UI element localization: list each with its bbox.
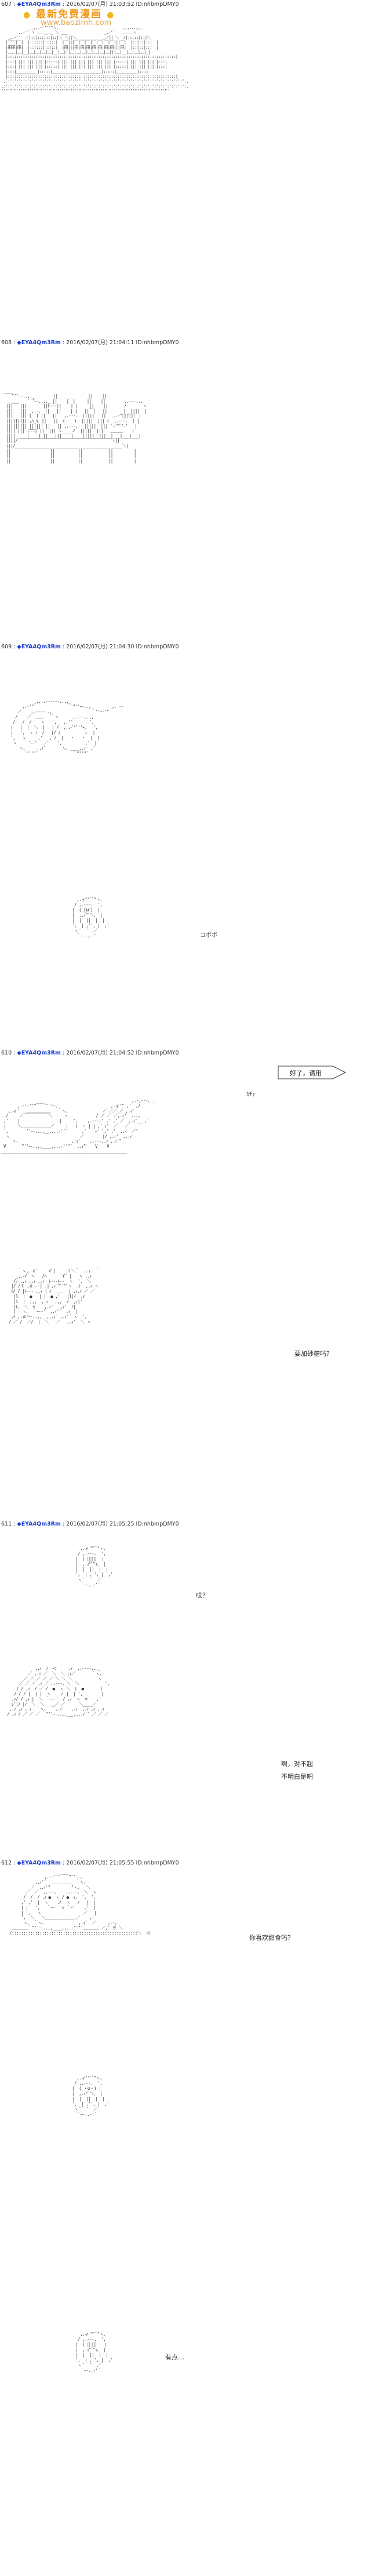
ascii-art-character-confused: ,.ィ'"ﾞﾞ"ヽ、 / ,.-‐-. ', | ( ﾟｰﾟ) | | ,.ｨ"…: [75, 1546, 113, 1588]
post-header-609: 609 : ◆EYA4Qm3Rm : 2016/02/07(月) 21:04:3…: [1, 644, 179, 650]
speech-bubble-shape: [278, 1066, 347, 1079]
caption-apology-1: 啊，对不起: [281, 1760, 313, 1768]
caption-huh: 哎？: [196, 1592, 209, 1599]
sound-effect-pour: コポポ: [200, 932, 217, 939]
caption-sugar: 要加砂糖吗？: [294, 1350, 333, 1358]
post-header-611: 611 : ◆EYA4Qm3Rm : 2016/02/07(月) 21:05:2…: [1, 1521, 179, 1527]
watermark: ● 最新免费漫画 ● www.baozimh.com: [23, 6, 156, 30]
ascii-art-character-small-3: ,.ィ'"ﾞﾞ"ヽ、 / ,.-‐-. ', | ( ・ω・) | | ,.ｨ"…: [72, 2075, 110, 2117]
post-author-link[interactable]: ◆EYA4Qm3Rm: [17, 644, 61, 650]
post-author-link[interactable]: ◆EYA4Qm3Rm: [17, 1050, 61, 1056]
watermark-url: www.baozimh.com: [41, 19, 112, 27]
caption-apology-2: 不明白是吧: [281, 1773, 313, 1780]
bun-icon-right: ●: [107, 10, 115, 20]
ascii-art-pouring-tea: _,,..-‐‐‐‐-..,,_ ,.-'"´ ｀"''ｰ-..,_ ,. -‐…: [10, 699, 123, 756]
post-author-link[interactable]: ◆EYA4Qm3Rm: [17, 1860, 61, 1866]
post-header-610: 610 : ◆EYA4Qm3Rm : 2016/02/07(月) 21:04:5…: [1, 1050, 179, 1056]
ascii-art-mansion: _,..-''''"ヽ、 ,,,...,,_ ,.-'´ ヽ ＿＿_＿_ ＼ _…: [1, 25, 189, 94]
speech-bubble-here-you-go: 好了，请用: [277, 1064, 352, 1081]
caption-a-bit: 有点…: [165, 2354, 184, 2361]
post-author-link[interactable]: ◆EYA4Qm3Rm: [17, 1521, 61, 1527]
ascii-art-teacup-table: ,.-,‐‐-、_ ,.-‐‐''"￣￣"''ｰ-、 ,.ィ'" ,' ,/ ,…: [1, 1098, 154, 1154]
bun-icon: ●: [23, 10, 32, 20]
ascii-art-character-asking: ,.-‐''"￣￣"''‐-、 ,.ｨ'´ ＿＿＿＿＿ ｀ヽ、 ／ ,.ｨ'" …: [9, 1874, 150, 1936]
ascii-art-character-small-4: ,.ィ'"ﾞﾞ"ヽ、 / ,.-‐-. ', | ( ﾟ ﾟ) | | ,.ｨ"…: [75, 2331, 113, 2373]
ascii-art-kitchen: ￣￣"''ｰ-..,,_ || || || ＿＿___ ｀`''ｰ-..,,_ …: [3, 393, 147, 464]
ascii-art-character-glance: ,.ィ'"ﾞﾞ"ヽ、 / ,.-‐-. ', | ( ﾟωﾟ) | | ,.ｨ"…: [72, 897, 110, 939]
post-author-link[interactable]: ◆EYA4Qm3Rm: [17, 340, 61, 346]
sound-effect-clink: ｶﾁｬ: [246, 1092, 255, 1098]
ascii-art-character-sugar: ｀ヽ,.-ｷ´ ｷﾟ| ｌ＼｀ ,.ｨ ｀ _,.ｨ/｀ヽ /⌒ ｀Y´ | ヽ…: [9, 1268, 99, 1325]
ascii-art-character-apologize: ,.ｨ ﾉ ＜ ,ｨ ,.-‐‐-..,_ ／ ,.ｨ ／ ＼ ＼ ,ｨ／ ｀ヽ…: [7, 1666, 110, 1717]
post-header-612: 612 : ◆EYA4Qm3Rm : 2016/02/07(月) 21:05:5…: [1, 1860, 179, 1866]
post-author-link[interactable]: ◆EYA4Qm3Rm: [17, 1, 61, 8]
caption-like-sweets: 你喜欢甜食吗？: [249, 1934, 294, 1942]
post-header-608: 608 : ◆EYA4Qm3Rm : 2016/02/07(月) 21:04:1…: [1, 340, 179, 346]
watermark-title: ● 最新免费漫画 ●: [23, 9, 115, 20]
post-header-607: 607 : ◆EYA4Qm3Rm : 2016/02/07(月) 21:03:5…: [1, 1, 179, 8]
